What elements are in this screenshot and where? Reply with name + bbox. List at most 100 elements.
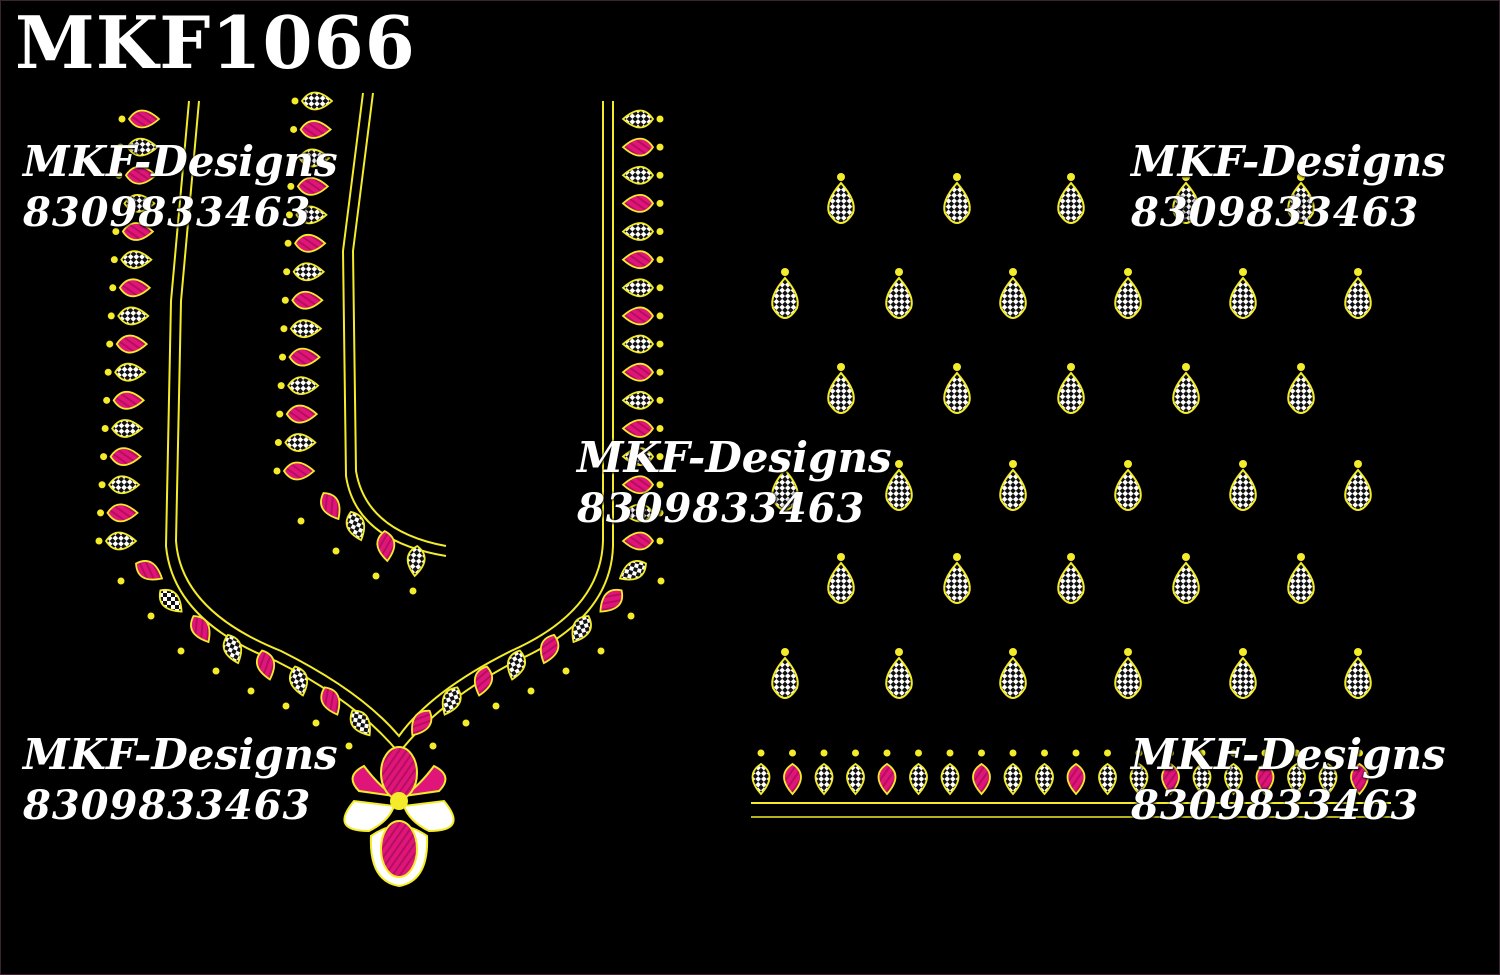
checker-leaf-motif [107,475,141,495]
drop-butta-motif [771,460,799,512]
sequin-dot [110,256,118,264]
sequin-dot [1293,749,1300,757]
sequin-dot [332,547,340,555]
checker-leaf-motif [287,376,320,396]
checker-leaf-motif [117,306,150,326]
checker-leaf-motif [1035,762,1054,796]
pink-leaf-motif [294,233,327,253]
pink-leaf-motif [972,762,991,796]
sequin-dot [1239,268,1247,276]
sequin-dot [280,325,288,333]
sequin-dot [212,667,220,675]
sequin-dot [345,742,353,750]
sequin-dot [95,537,103,545]
checker-leaf-motif [104,531,138,551]
drop-butta-motif [1229,648,1257,700]
watermark-brand: MKF-Designs [1131,730,1446,779]
watermark-phone: 8309833463 [23,189,312,236]
sequin-dot [657,577,665,585]
checker-leaf-motif [909,762,928,796]
sequin-dot [103,396,111,404]
pink-leaf-motif [255,649,276,681]
watermark-phone: 8309833463 [23,782,312,829]
sequin-dot [1182,173,1190,181]
checker-leaf-motif [284,433,317,452]
drop-butta-motif [1114,648,1142,700]
drop-butta-motif [1172,173,1200,225]
sequin-dot [527,687,535,695]
sequin-dot [279,353,287,361]
checker-leaf-motif [158,588,183,613]
sequin-dot [1297,173,1305,181]
drop-butta-motif [943,173,971,225]
sequin-dot [409,587,417,595]
inner-neck-line-b [341,92,447,557]
drop-butta-motif [999,268,1027,320]
sequin-dot [247,687,255,695]
sequin-dot [117,577,125,585]
sequin-dot [177,647,185,655]
sequin-dot [946,749,954,757]
checker-leaf-motif [289,319,323,339]
checker-leaf-motif [846,762,865,796]
watermark-center: MKF-Designs 8309833463 [577,437,892,529]
pink-leaf-motif [621,250,655,270]
sequin-dot [276,410,284,418]
drop-butta-motif [1344,648,1372,700]
sequin-dot [895,460,903,468]
sequin-dot [781,460,789,468]
drop-butta-motif [1344,268,1372,320]
sequin-dot [1239,460,1247,468]
sequin-dot [281,296,289,304]
sequin-dot [1182,363,1190,371]
sequin-dot [115,171,123,179]
checker-leaf-motif [621,447,655,466]
pink-leaf-motif [1066,762,1086,796]
sequin-dot [656,143,664,151]
drop-butta-motif [999,460,1027,512]
sequin-dot [627,612,635,620]
sequin-dot [98,481,106,489]
sequin-dot [113,199,121,207]
drop-butta-motif [1057,363,1085,415]
neck-motifs [95,91,665,750]
pink-leaf-motif [320,686,341,716]
sequin-dot [104,368,112,376]
checker-leaf-motif [345,510,366,542]
sequin-dot [656,481,664,489]
sequin-dot [1067,363,1075,371]
drop-butta-motif [999,648,1027,700]
sequin-dot [118,115,126,123]
sequin-dot [1041,749,1048,757]
pink-leaf-motif [1255,762,1275,796]
sequin-dot [820,749,828,757]
checker-leaf-motif [111,419,144,438]
checker-leaf-motif [621,390,655,410]
checker-leaf-motif [441,686,462,716]
sequin-dot [656,115,664,123]
sequin-dot [100,453,108,461]
checker-leaf-motif [940,762,960,796]
sequin-dot [1124,268,1132,276]
watermark-brand: MKF-Designs [1131,137,1446,186]
checker-leaf-motif [506,649,527,681]
sequin-dot [97,509,105,517]
sequin-dot [656,256,664,264]
pink-leaf-motif [135,560,164,581]
sequin-dot [116,143,124,151]
sequin-dot [1067,553,1075,561]
watermark-top-left: MKF-Designs 8309833463 [23,141,338,233]
sequin-dot [1009,460,1017,468]
sequin-dot [597,647,605,655]
watermark-phone: 8309833463 [1131,782,1420,829]
drop-butta-motif [943,553,971,605]
drop-butta-motif [827,363,855,415]
sequin-dot [101,424,109,432]
sequin-dot [656,171,664,179]
sequin-dot [288,154,296,162]
watermark-brand: MKF-Designs [23,137,338,186]
watermark-bottom-left: MKF-Designs 8309833463 [23,734,338,826]
sequin-dot [462,719,470,727]
outer-neck-line-a [174,100,604,738]
